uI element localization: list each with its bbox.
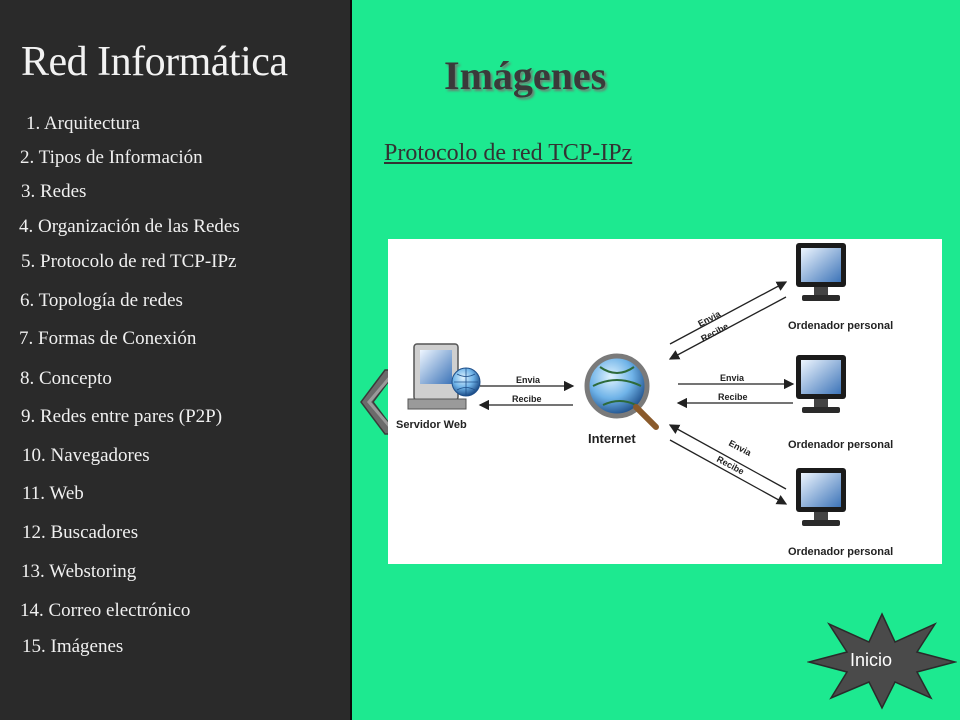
server-label: Servidor Web	[396, 419, 467, 431]
computer-icon	[796, 355, 846, 413]
internet-label: Internet	[588, 431, 636, 446]
client-label-top: Ordenador personal	[788, 320, 893, 332]
nav-item-navegadores[interactable]: 10. Navegadores	[22, 445, 150, 466]
sidebar: Red Informática 1. Arquitectura 2. Tipos…	[0, 0, 350, 720]
server-icon	[407, 343, 481, 410]
receive-label-mid: Recibe	[718, 392, 748, 402]
nav-item-arquitectura[interactable]: 1. Arquitectura	[26, 113, 140, 134]
tcp-ip-diagram: Servidor Web Envia Recibe Internet Envia…	[388, 239, 942, 564]
page-title: Imágenes	[444, 53, 607, 98]
nav-item-p2p[interactable]: 9. Redes entre pares (P2P)	[21, 406, 223, 427]
star-burst-icon[interactable]	[807, 612, 957, 710]
nav-item-imagenes[interactable]: 15. Imágenes	[22, 636, 124, 657]
main-content: Imágenes Protocolo de red TCP-IPz	[350, 0, 960, 720]
nav-item-topologia[interactable]: 6. Topología de redes	[20, 290, 183, 311]
nav-item-web[interactable]: 11. Web	[22, 483, 84, 504]
nav-item-protocolo-tcp-ip[interactable]: 5. Protocolo de red TCP-IPz	[21, 251, 237, 272]
nav-item-buscadores[interactable]: 12. Buscadores	[22, 522, 139, 543]
nav-item-redes[interactable]: 3. Redes	[21, 181, 87, 202]
client-label-mid: Ordenador personal	[788, 439, 893, 451]
receive-label: Recibe	[512, 394, 542, 404]
nav-item-organizacion-redes[interactable]: 4. Organización de las Redes	[19, 216, 240, 237]
internet-globe-icon	[584, 353, 659, 430]
home-button-label[interactable]: Inicio	[850, 650, 893, 670]
send-label-bottom: Envia	[727, 438, 754, 459]
nav-item-correo[interactable]: 14. Correo electrónico	[20, 600, 191, 621]
nav-item-formas-conexion[interactable]: 7. Formas de Conexión	[19, 328, 197, 349]
nav-item-concepto[interactable]: 8. Concepto	[20, 368, 112, 389]
send-label-mid: Envia	[720, 373, 745, 383]
nav-item-tipos-informacion[interactable]: 2. Tipos de Información	[20, 147, 203, 168]
computer-icon	[796, 243, 846, 301]
app-title: Red Informática	[21, 39, 288, 85]
client-label-bottom: Ordenador personal	[788, 546, 893, 558]
nav-item-webstoring[interactable]: 13. Webstoring	[21, 561, 137, 582]
subtitle-link[interactable]: Protocolo de red TCP-IPz	[384, 140, 633, 166]
computer-icon	[796, 468, 846, 526]
send-label: Envia	[516, 375, 541, 385]
